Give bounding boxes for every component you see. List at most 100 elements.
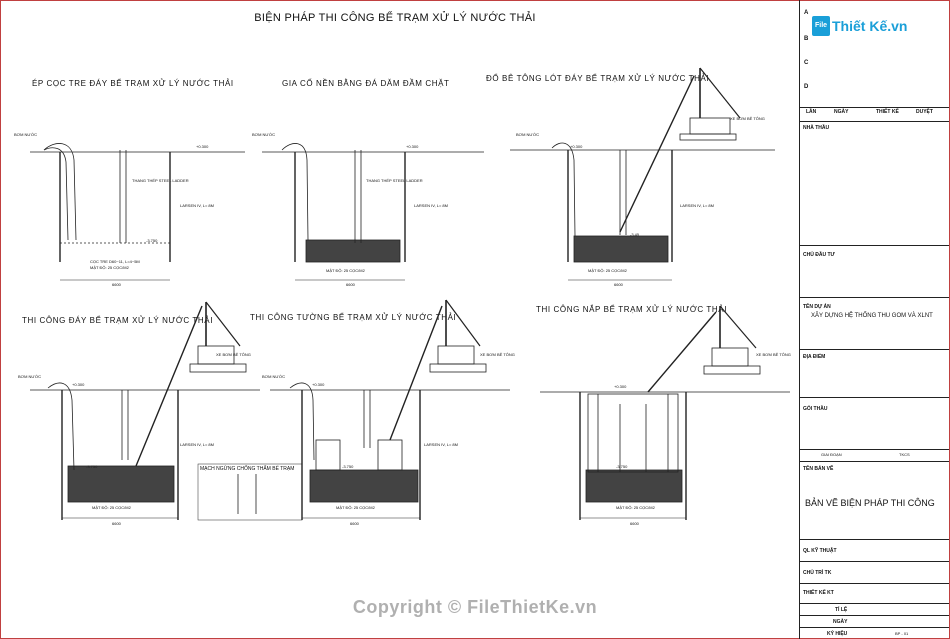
drawing-name-cell: TÊN BẢN VẼ BẢN VẼ BIỆN PHÁP THI CÔNG [799,462,949,540]
label-level-top-1: +0.300 [196,144,209,149]
rev-d: D [804,84,809,90]
label-density-2: MẬT ĐỘ: 25 CỌC/M2 [326,268,365,273]
label-level-lean: -3.45 [630,232,640,237]
logo-text: Thiết Kế.vn [832,18,908,34]
label-width-4: 6600 [112,521,121,526]
crane-2 [135,301,247,467]
label-level-bottom-4: -3.750 [616,464,628,469]
label-pump-2: BƠM NƯỚC [252,132,276,137]
label-width-1: 6600 [112,282,121,287]
package-cell: GÓI THẦU [799,398,949,450]
label-crane-4: XE BƠM BÊ TÔNG [756,352,791,357]
owner-cell: CHỦ ĐẦU TƯ [799,246,949,298]
date-label: NGÀY [833,619,848,625]
scale-cell: TỈ LỆ [799,604,949,616]
tank-formwork [587,393,679,473]
rev-b: B [804,36,809,42]
tech-cell: QL KỸ THUẬT [799,540,949,562]
rev-header-row [799,108,949,122]
contractor-label: NHÀ THẦU [803,125,830,131]
label-width-3: 6600 [614,282,623,287]
panel-title-1: ÉP CỌC TRE ĐÁY BỂ TRẠM XỬ LÝ NƯỚC THẢI [32,79,234,88]
label-pump-4: BƠM NƯỚC [18,374,42,379]
label-density-1: MẬT ĐỘ: 25 CỌC/M2 [90,265,129,270]
project-label: TÊN DỰ ÁN [803,304,831,310]
panel-title-3: ĐỔ BÊ TÔNG LÓT ĐÁY BỂ TRẠM XỬ LÝ NƯỚC TH… [486,74,710,83]
drawing-title: BIỆN PHÁP THI CÔNG BỂ TRẠM XỬ LÝ NƯỚC TH… [254,12,536,24]
label-ladder-2: THANG THÉP STEEL LADDER [366,178,423,183]
label-pump-3: BƠM NƯỚC [516,132,540,137]
label-level-top-3: +0.300 [570,144,583,149]
panel-title-5: THI CÔNG TƯỜNG BỂ TRẠM XỬ LÝ NƯỚC THẢI [250,313,457,322]
scale-label: TỈ LỆ [835,607,848,613]
contractor-cell: NHÀ THẦU [799,122,949,246]
label-density-3: MẬT ĐỘ: 25 CỌC/M2 [588,268,627,273]
rev-head-lan: LẦN [806,109,817,115]
label-density-5: MẬT ĐỘ: 25 CỌC/M2 [336,505,375,510]
rev-head-thiet-ke: THIẾT KẾ [876,109,899,115]
label-crane-3: XE BƠM BÊ TÔNG [480,352,515,357]
label-sheet-pile-5: LARSEN IV, L= 8M [424,442,458,447]
copyright-watermark: Copyright © FileThietKe.vn [352,597,598,617]
rev-a: A [804,10,809,16]
filethietke-logo: File Thiết Kế.vn [812,14,922,40]
label-level-top-4: +0.300 [72,382,85,387]
steel-ladder-5 [363,390,371,448]
project-cell: TÊN DỰ ÁN XÂY DỰNG HỆ THỐNG THU GOM VÀ X… [799,298,949,350]
sheet-cell: KÝ HIỆU BP - 01 [799,628,949,639]
sheet-value: BP - 01 [895,631,909,636]
crane-1 [619,67,741,233]
label-width-5: 6600 [350,521,359,526]
label-crane-2: XE BƠM BÊ TÔNG [216,352,251,357]
project-value: XÂY DỰNG HỆ THỐNG THU GOM VÀ XLNT [811,313,933,319]
tech-label: QL KỸ THUẬT [803,548,837,554]
steel-ladder-1 [119,150,127,243]
label-level-top-6: +0.300 [614,384,627,389]
label-sheet-pile-1: LARSEN IV, L= 8M [180,203,214,208]
rev-c: C [804,60,809,66]
rev-head-duyet: DUYỆT [916,109,933,115]
crane-4 [647,305,761,393]
label-level-bottom-1: -3.750 [146,238,158,243]
label-density-4: MẬT ĐỘ: 25 CỌC/M2 [92,505,131,510]
designer-label: THIẾT KẾ KT [803,590,834,596]
label-density-6: MẬT ĐỘ: 25 CỌC/M2 [616,505,655,510]
title-block [799,0,949,639]
location-label: ĐỊA ĐIỂM [803,354,826,360]
date-cell: NGÀY [799,616,949,628]
label-sheet-pile-4: LARSEN IV, L= 8M [180,442,214,447]
label-sheet-pile-3: LARSEN IV, L= 8M [680,203,714,208]
stage-cell: GIAI ĐOẠN TKCS [799,450,949,462]
label-level-top-2: +0.300 [406,144,419,149]
designer-cell: THIẾT KẾ KT [799,584,949,604]
crane-3 [389,299,487,441]
label-pump-1: BƠM NƯỚC [14,132,38,137]
label-ladder-1: THANG THÉP STEEL LADDER [132,178,189,183]
panel-title-6: THI CÔNG NẮP BỂ TRẠM XỬ LÝ NƯỚC THẢI [536,305,728,314]
steel-ladder-4 [121,390,129,460]
label-sheet-pile-2: LARSEN IV, L= 8M [414,203,448,208]
rev-head-ngay: NGÀY [834,109,849,115]
drawing-name-value: BẢN VẼ BIỆN PHÁP THI CÔNG [805,498,935,508]
label-pile-1: CỌC TRE D60~11, L=4~5M [90,259,140,264]
label-width-6: 6600 [630,521,639,526]
logo-mark: File [812,16,830,36]
drawing-name-label: TÊN BẢN VẼ [803,466,834,472]
label-wall-joint: MẠCH NGỪNG CHỐNG THẤM BỂ TRẠM [200,466,295,472]
steel-ladder-2 [354,150,362,243]
label-width-2: 6600 [346,282,355,287]
label-level-bottom-3: -3.750 [342,464,354,469]
package-label: GÓI THẦU [803,406,828,412]
chief-label: CHỦ TRÌ TK [803,570,832,576]
location-cell: ĐỊA ĐIỂM [799,350,949,398]
label-pump-5: BƠM NƯỚC [262,374,286,379]
stage-left: GIAI ĐOẠN [821,452,842,457]
chief-cell: CHỦ TRÌ TK [799,562,949,584]
revision-grid [799,0,949,108]
panel-title-4: THI CÔNG ĐÁY BỂ TRẠM XỬ LÝ NƯỚC THẢI [22,316,214,325]
owner-label: CHỦ ĐẦU TƯ [803,252,835,258]
construction-drawings [30,67,790,521]
panel-title-2: GIA CỐ NỀN BẰNG ĐÁ DĂM ĐẦM CHẶT [282,79,450,88]
stage-right: TKCS [899,452,910,457]
sheet-label: KÝ HIỆU [827,631,848,637]
